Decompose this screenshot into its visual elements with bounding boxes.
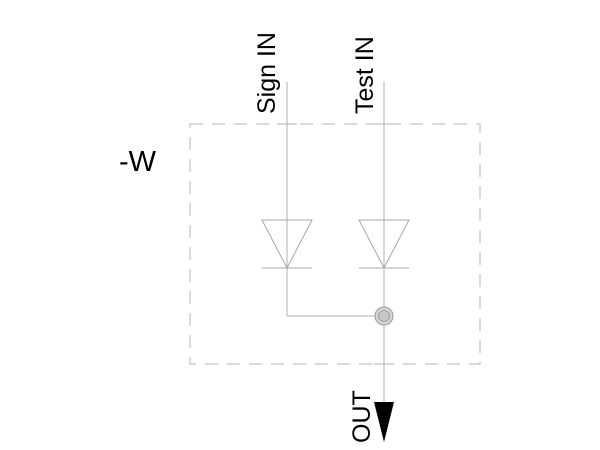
output-arrow-icon <box>374 402 394 442</box>
sign-in-branch <box>261 82 384 317</box>
reference-designator: -W <box>119 146 157 178</box>
test-in-branch <box>358 82 410 402</box>
output-label: OUT <box>348 390 376 443</box>
test-in-label: Test IN <box>351 36 379 114</box>
sign-in-label: Sign IN <box>253 32 281 114</box>
test-in-diode <box>358 219 410 270</box>
junction-node <box>374 306 394 326</box>
device-boundary-box <box>189 123 481 365</box>
sign-in-diode <box>261 219 313 270</box>
